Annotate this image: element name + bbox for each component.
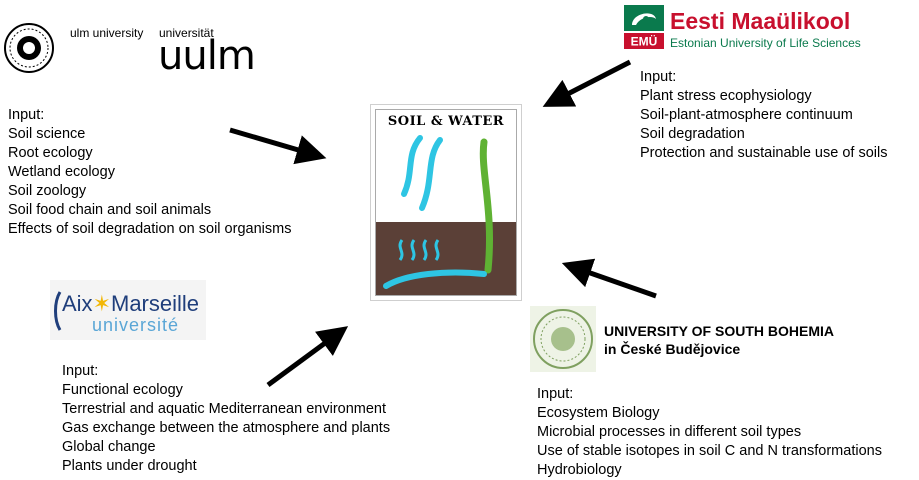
list-item: Global change [62,439,156,455]
universitat-label: universität [159,26,214,40]
ulm-university-label: ulm university [70,26,144,40]
list-item: Plants under drought [62,458,197,474]
emu-badge-icon: EMÜ [624,33,664,49]
amu-input-block: Input: Functional ecology Terrestrial an… [62,362,390,476]
arrow-usb [561,258,657,299]
emu-subtitle: Estonian University of Life Sciences [670,36,861,50]
usb-name-line2: in České Budějovice [604,341,741,357]
soil-water-panel: SOIL & WATER [370,104,522,301]
usb-input-block: Input: Ecosystem Biology Microbial proce… [537,385,882,480]
list-item: Wetland ecology [8,164,115,180]
list-item: Microbial processes in different soil ty… [537,424,802,440]
list-item: Soil science [8,126,86,142]
soil-water-title: SOIL & WATER [387,114,505,129]
arrow-emu [542,59,632,107]
list-item: Gas exchange between the atmosphere and … [62,420,391,436]
ulm-input-block: Input: Soil science Root ecology Wetland… [8,106,291,239]
ulm-seal-icon [4,23,54,73]
amu-logo [50,280,206,340]
input-heading: Input: [537,386,574,402]
list-item: Protection and sustainable use of soils [640,145,888,161]
uulm-wordmark: uulm [158,33,256,79]
svg-text:EMÜ: EMÜ [631,34,658,49]
list-item: Soil degradation [640,126,745,142]
emu-leaf-icon [624,5,664,31]
list-item: Hydrobiology [537,462,622,478]
amu-line1: Aix✶Marseille [62,292,199,316]
amu-bracket-icon [54,291,62,331]
arrow-amu [266,326,349,388]
arrow-ulm [229,127,327,165]
list-item: Effects of soil degradation on soil orga… [8,221,292,237]
list-item: Ecosystem Biology [537,405,660,421]
amu-line1-right: Marseille [111,291,200,316]
input-heading: Input: [62,363,99,379]
list-item: Terrestrial and aquatic Mediterranean en… [62,401,387,417]
list-item: Plant stress ecophysiology [640,88,812,104]
usb-seal-icon [530,306,596,372]
usb-name-line1: UNIVERSITY OF SOUTH BOHEMIA [604,323,834,339]
amu-line1-left: Aix [62,291,93,316]
input-heading: Input: [640,69,677,85]
list-item: Functional ecology [62,382,183,398]
amu-line2: université [92,315,180,335]
usb-name: UNIVERSITY OF SOUTH BOHEMIA in České Bud… [604,322,834,358]
soil-water-illustration: SOIL & WATER [375,109,517,296]
input-heading: Input: [8,107,45,123]
list-item: Root ecology [8,145,93,161]
water-root-icon [383,135,494,289]
emu-input-block: Input: Plant stress ecophysiology Soil-p… [640,68,887,163]
list-item: Soil-plant-atmosphere continuum [640,107,853,123]
list-item: Use of stable isotopes in soil C and N t… [537,443,882,459]
emu-name: Eesti Maaülikool [670,8,851,34]
star-icon: ✶ [92,291,111,316]
list-item: Soil zoology [8,183,87,199]
list-item: Soil food chain and soil animals [8,202,212,218]
